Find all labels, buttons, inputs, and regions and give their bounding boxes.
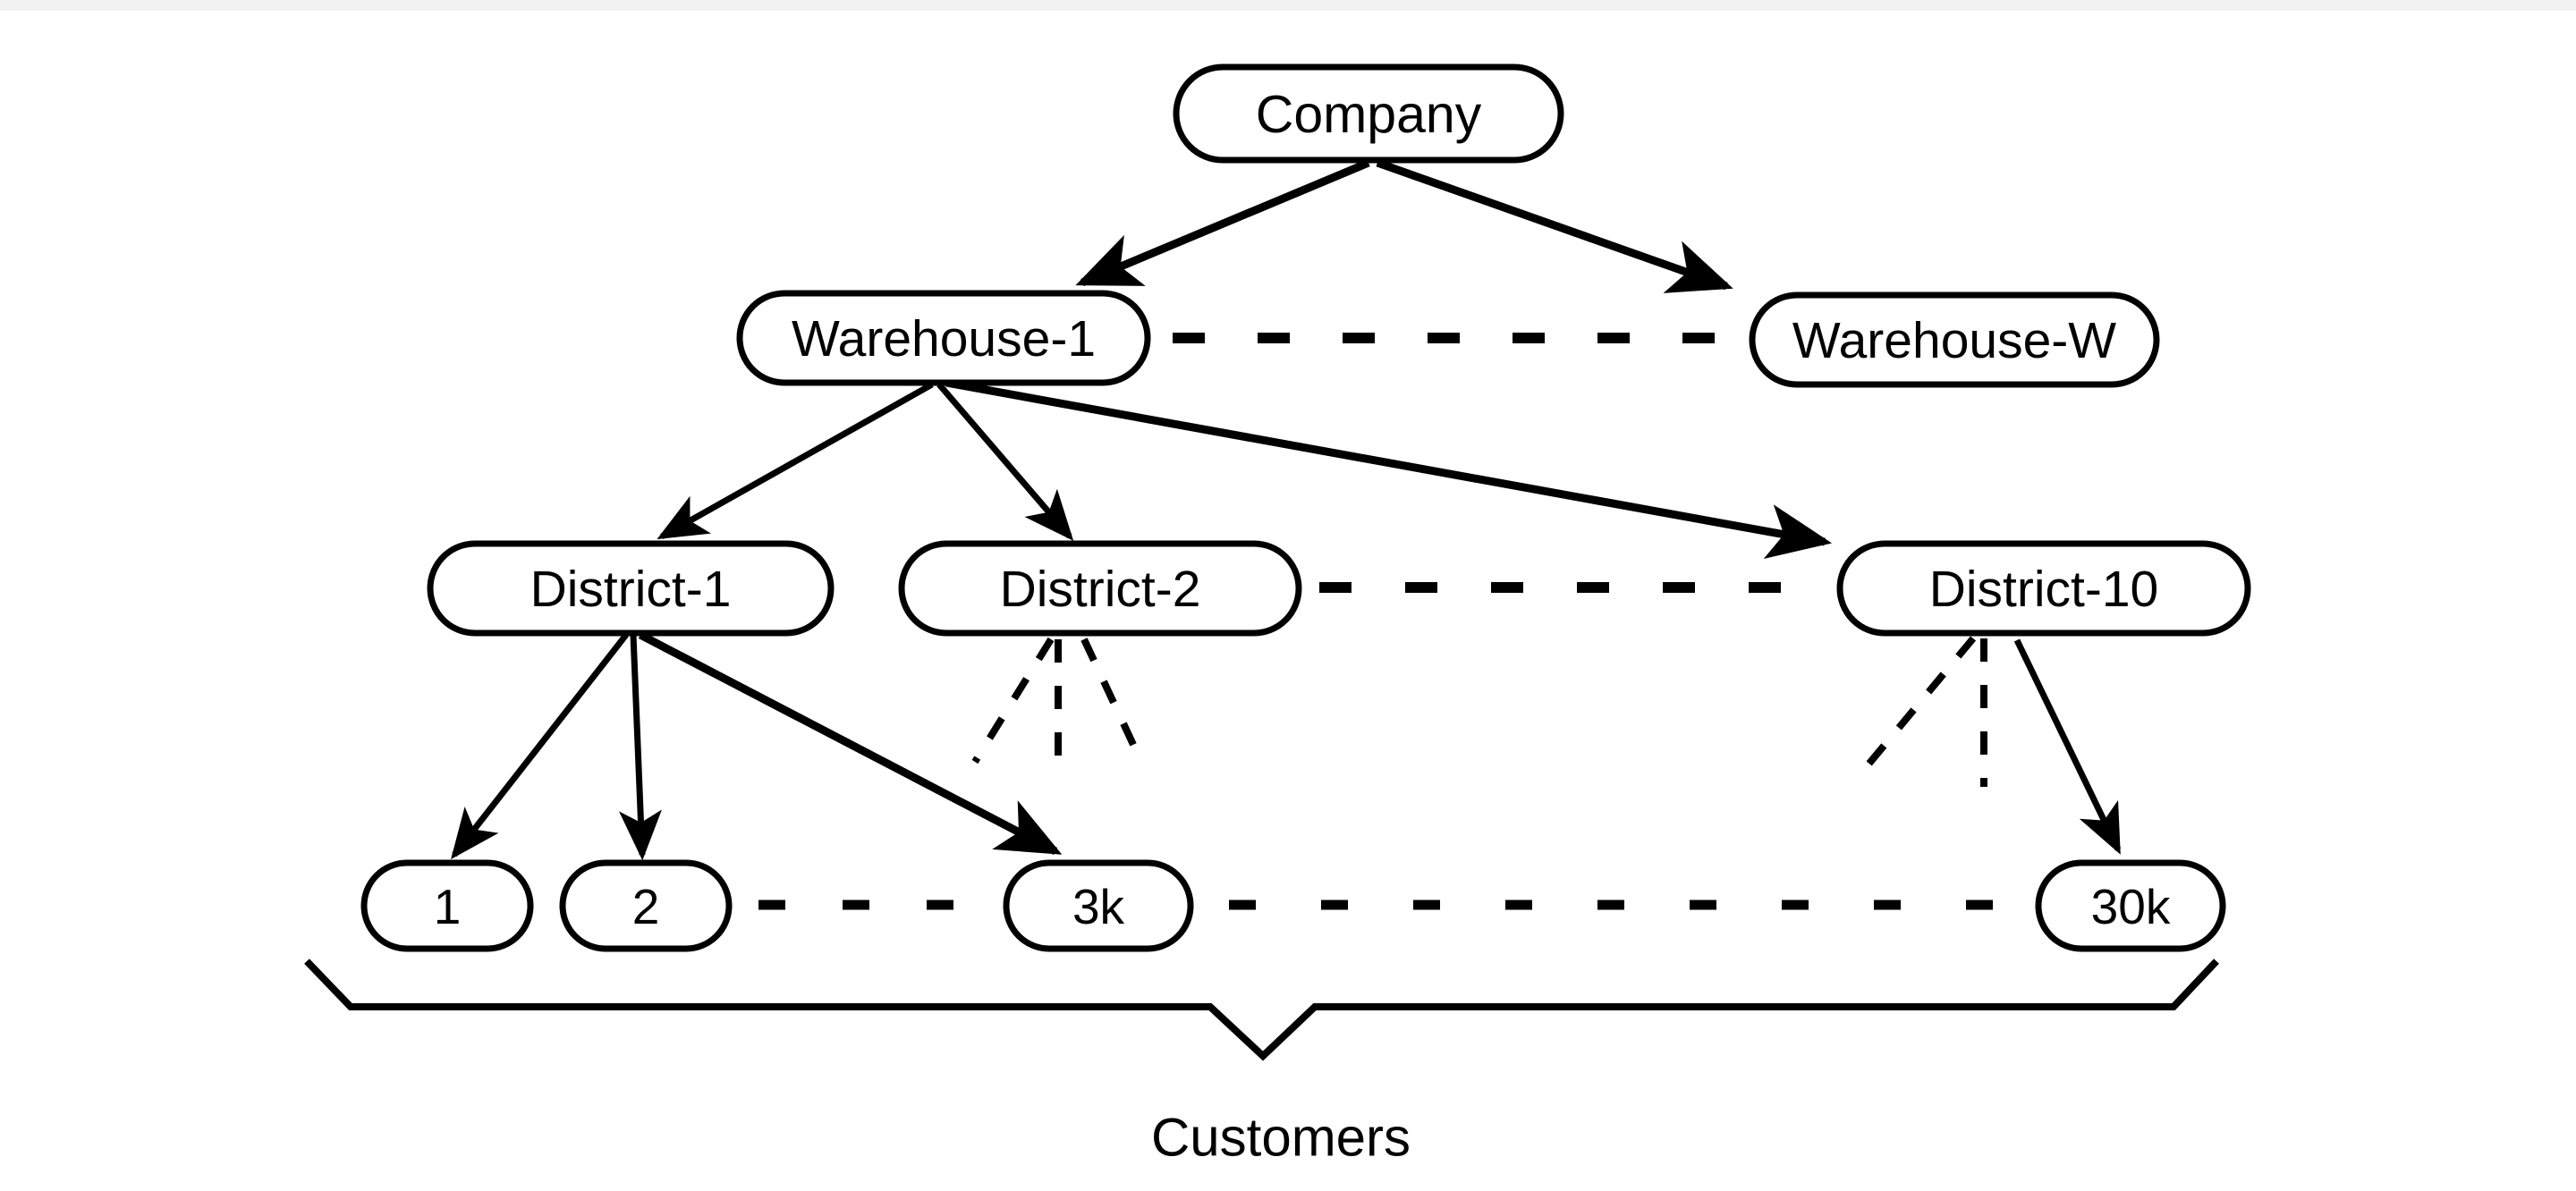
edge-district-1-to-customer-2 bbox=[619, 634, 662, 861]
edge-district-1-to-customer-3k bbox=[638, 631, 1063, 855]
edge-district-1-to-customer-1 bbox=[451, 632, 629, 860]
node-customer-3k-label: 3k bbox=[1072, 879, 1125, 934]
edge-district-10-to-customer-30k bbox=[2013, 638, 2122, 855]
edge-district-10-implied-left bbox=[1860, 636, 1977, 773]
edge-group-company-warehouses bbox=[1075, 158, 1733, 293]
node-district-2-label: District-2 bbox=[1000, 561, 1201, 618]
customers-caption: Customers bbox=[1151, 1108, 1411, 1168]
node-customer-2[interactable]: 2 bbox=[559, 859, 733, 952]
edge-group-warehouse-districts bbox=[657, 378, 1833, 559]
edge-warehouse-1-to-district-1 bbox=[657, 381, 934, 540]
node-customer-1-label: 1 bbox=[434, 879, 462, 934]
customers-brace bbox=[304, 959, 2219, 1061]
node-customer-1-shape bbox=[360, 859, 534, 952]
node-company[interactable]: Company bbox=[1173, 63, 1564, 164]
node-customer-3k[interactable]: 3k bbox=[1003, 859, 1194, 952]
node-district-10[interactable]: District-10 bbox=[1836, 540, 2251, 637]
node-company-label: Company bbox=[1256, 85, 1482, 144]
node-district-2-shape bbox=[898, 540, 1302, 637]
node-customer-30k-shape bbox=[2035, 859, 2226, 952]
edge-warehouse-1-to-district-10 bbox=[945, 378, 1833, 559]
node-warehouse-1-label: Warehouse-1 bbox=[792, 310, 1096, 367]
node-warehouse-w-shape bbox=[1749, 291, 2160, 388]
node-customer-30k[interactable]: 30k bbox=[2035, 859, 2226, 952]
node-warehouse-1-shape bbox=[736, 290, 1151, 386]
node-customer-2-shape bbox=[559, 859, 733, 952]
node-district-1-shape bbox=[427, 540, 835, 637]
edge-group-district2-implied bbox=[971, 637, 1145, 764]
node-customer-3k-shape bbox=[1003, 859, 1194, 952]
edge-district-2-implied-right bbox=[1080, 638, 1145, 764]
node-customer-30k-label: 30k bbox=[2091, 879, 2171, 934]
edge-company-to-warehouse-1 bbox=[1075, 158, 1370, 287]
node-district-1[interactable]: District-1 bbox=[427, 540, 835, 637]
node-customer-2-label: 2 bbox=[632, 879, 660, 934]
edge-company-to-warehouse-w bbox=[1376, 158, 1733, 293]
node-district-2[interactable]: District-2 bbox=[898, 540, 1302, 637]
node-warehouse-1[interactable]: Warehouse-1 bbox=[736, 290, 1151, 386]
edge-group-district10-implied bbox=[1860, 636, 1987, 787]
top-edge-band bbox=[0, 0, 2576, 11]
edge-district-2-implied-left bbox=[971, 637, 1055, 764]
edge-group-district1-customers bbox=[451, 631, 1063, 861]
node-district-1-label: District-1 bbox=[530, 561, 732, 618]
edge-warehouse-1-to-district-2 bbox=[936, 382, 1074, 541]
edge-group-district10-customers bbox=[2013, 638, 2122, 855]
node-warehouse-w-label: Warehouse-W bbox=[1792, 312, 2116, 369]
node-district-10-label: District-10 bbox=[1929, 561, 2159, 618]
node-warehouse-w[interactable]: Warehouse-W bbox=[1749, 291, 2160, 388]
customers-brace-path bbox=[304, 959, 2219, 1061]
node-company-shape bbox=[1173, 63, 1564, 164]
node-customer-1[interactable]: 1 bbox=[360, 859, 534, 952]
node-district-10-shape bbox=[1836, 540, 2251, 637]
